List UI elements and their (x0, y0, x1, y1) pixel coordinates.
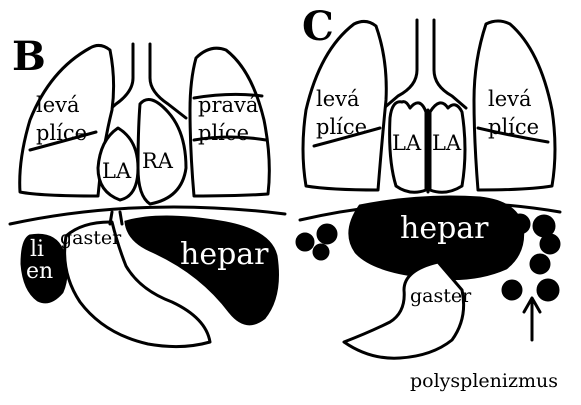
panel-b-left-atrium (96, 126, 140, 202)
panel-c-right-lung-label-2: plíce (488, 115, 539, 139)
panel-b-stomach (63, 220, 212, 349)
panel-b-left-lung-label-1: levá (36, 93, 80, 117)
panel-c-right-lung-label-1: levá (488, 87, 532, 111)
panel-c-right-lung (472, 19, 557, 192)
panel-c-right-lung-fissure (476, 126, 550, 144)
panel-b-liver-label: hepar (180, 237, 269, 272)
panel-c-atrium-1-label: LA (392, 131, 422, 155)
panel-b-spleen-label-1: li (30, 237, 44, 262)
panel-c-liver-label: hepar (400, 211, 489, 246)
panel-c-letter: C (302, 3, 334, 50)
panel-b-right-atrium (136, 98, 188, 206)
panel-b-spleen-label-2: en (26, 259, 53, 284)
panel-b-left-lung-label-2: plíce (36, 121, 87, 145)
panel-c-liver (348, 195, 525, 281)
panel-b-right-lung-label-1: pravá (198, 93, 258, 117)
panel-b-letter: B (12, 33, 46, 80)
panel-c-spleen-3 (312, 243, 330, 261)
panel-b-left-atrium-label: LA (102, 159, 132, 183)
panel-b-esophagus (108, 210, 124, 226)
panel-c-left-lung (301, 19, 388, 192)
panel-c-atrium-2 (428, 101, 467, 194)
panel-c-spleen-6 (539, 233, 561, 255)
panel-b-left-lung (18, 43, 116, 198)
panel-c-spleen-9 (536, 278, 560, 302)
panel-b-liver (124, 215, 279, 326)
panel-c-left-lung-label-1: levá (316, 87, 360, 111)
panel-c-atrium-1 (388, 100, 428, 194)
panel-c-atrium-2-label: LA (432, 131, 462, 155)
panel-b-right-lung-label-2: plíce (198, 121, 249, 145)
panel-c-spleen-1 (295, 232, 315, 252)
panel-c-arrow (522, 296, 542, 342)
panel-b-right-atrium-label: RA (142, 149, 174, 173)
panel-c-stomach (342, 260, 466, 360)
panel-c-left-lung-label-2: plíce (316, 115, 367, 139)
panel-b-left-lung-fissure (28, 130, 98, 152)
panel-c-spleen-2 (316, 223, 338, 245)
panel-b-diaphragm (8, 205, 287, 226)
panel-c-trachea (382, 18, 468, 110)
panel-c-caption: polysplenizmus (410, 370, 558, 392)
panel-b-trachea (98, 42, 188, 120)
panel-b-right-lung-fissure (192, 92, 268, 142)
panel-c-left-lung-fissure (312, 126, 382, 148)
panel-b-spleen (20, 233, 68, 304)
panel-c-spleen-7 (529, 253, 551, 275)
panel-c-stomach-label: gaster (410, 285, 472, 307)
panel-c: C levá plíce levá plíce LA LA hepar gast… (295, 3, 562, 392)
panel-b-stomach-label: gaster (60, 227, 122, 249)
panel-b-right-lung (188, 46, 271, 198)
panel-b: B levá plíce pravá plíce LA RA li en gas… (8, 33, 287, 349)
panel-c-spleen-8 (501, 279, 523, 301)
panel-c-spleen-4 (509, 213, 531, 235)
panel-c-spleen-5 (532, 214, 556, 238)
